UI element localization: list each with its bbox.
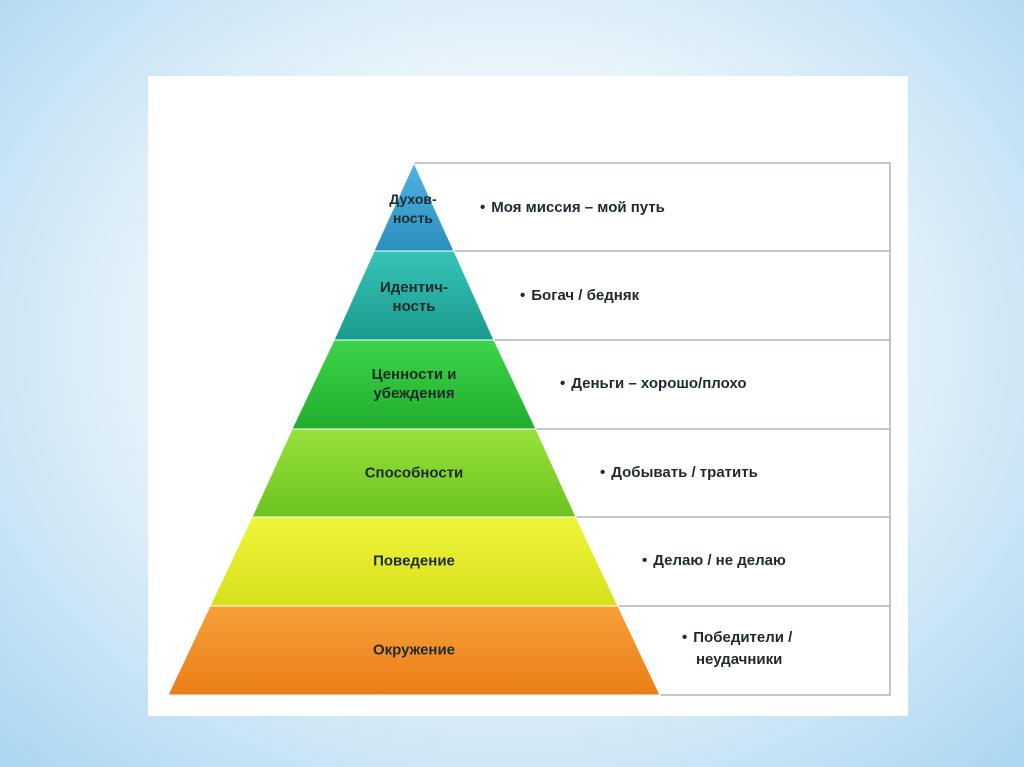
- level-description-identity: • Богач / бедняк: [520, 285, 639, 307]
- description-text: Победители /: [693, 629, 793, 646]
- level-label-line: ность: [392, 210, 434, 226]
- slide: Духов- ность Идентич- ность Ценности и у…: [148, 76, 908, 716]
- description-text: Деньги – хорошо/плохо: [571, 375, 747, 392]
- description-text: Моя миссия – мой путь: [491, 199, 665, 216]
- bullet: •: [682, 629, 688, 646]
- description-text: Добывать / тратить: [611, 464, 758, 481]
- level-label-line: убеждения: [373, 385, 455, 402]
- bullet: •: [642, 552, 648, 569]
- level-label-identity: Идентич- ность: [380, 278, 448, 316]
- level-label-line: Поведение: [373, 552, 455, 570]
- level-description-behavior: • Делаю / не делаю: [642, 550, 786, 572]
- level-label-line: Духов-: [389, 191, 437, 207]
- pyramid-diagram: [167, 161, 891, 696]
- level-description-values-beliefs: • Деньги – хорошо/плохо: [560, 373, 747, 395]
- bullet: •: [480, 199, 486, 216]
- bullet: •: [600, 464, 606, 481]
- level-label-spirituality: Духов- ность: [389, 190, 436, 228]
- level-label-abilities: Способности: [365, 464, 464, 483]
- level-description-spirituality: • Моя миссия – мой путь: [480, 197, 665, 219]
- level-label-line: Способности: [364, 464, 464, 482]
- bullet: •: [560, 375, 566, 392]
- level-label-values-beliefs: Ценности и убеждения: [372, 365, 457, 403]
- level-label-line: ность: [392, 298, 436, 315]
- level-label-line: Окружение: [372, 641, 456, 659]
- level-label-behavior: Поведение: [373, 552, 455, 571]
- level-label-line: Идентич-: [380, 279, 448, 296]
- description-text: Делаю / не делаю: [653, 552, 786, 569]
- description-text: Богач / бедняк: [531, 287, 640, 304]
- level-description-abilities: • Добывать / тратить: [600, 462, 758, 484]
- pyramid-level-6: [167, 605, 661, 696]
- bullet: •: [520, 287, 526, 304]
- level-description-environment: • Победители / неудачники: [682, 627, 792, 671]
- level-label-environment: Окружение: [373, 641, 455, 660]
- level-label-line: Ценности и: [371, 366, 457, 383]
- description-text: неудачники: [696, 651, 783, 668]
- description-table: [414, 162, 891, 696]
